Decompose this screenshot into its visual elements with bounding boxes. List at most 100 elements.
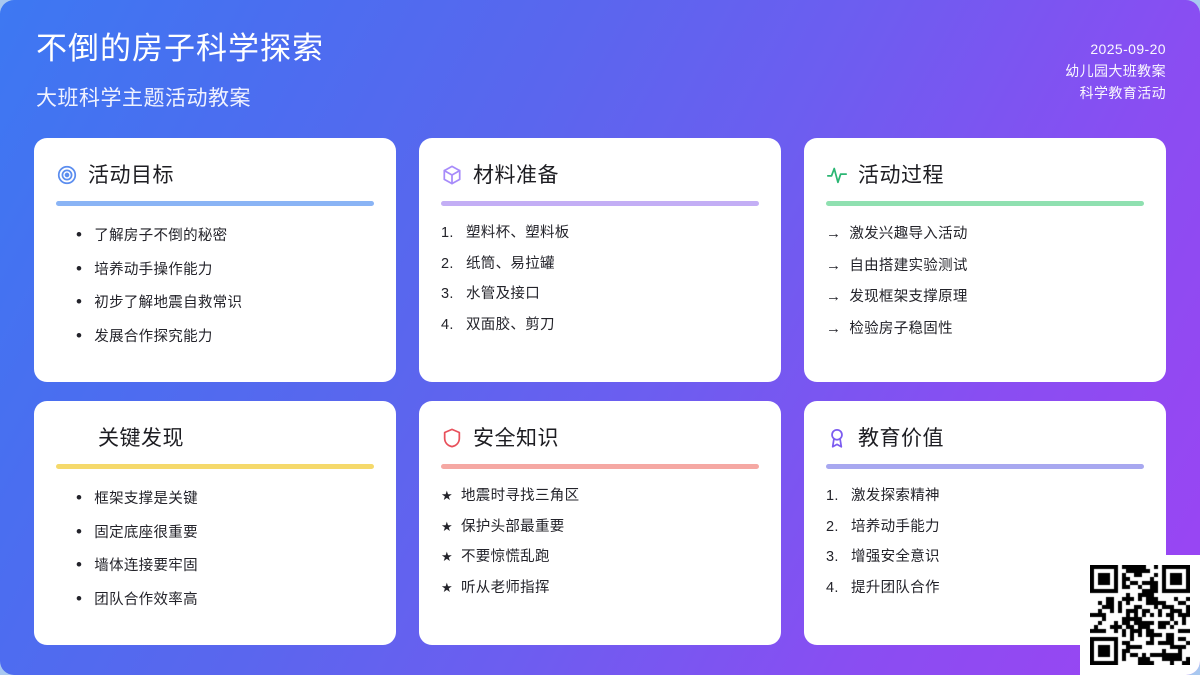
card-list: ★ 地震时寻找三角区 ★ 保护头部最重要 ★ 不要惊慌乱跑 ★ 听从老师指挥 [441,481,759,603]
list-item: •团队合作效率高 [56,582,374,616]
card-title: 关键发现 [98,426,184,450]
list-item: → 激发兴趣导入活动 [826,218,1144,250]
list-item-text: 激发探索精神 [851,488,940,504]
card-header: 材料准备 [441,158,759,192]
list-item: 4. 提升团队合作 [826,573,1144,604]
list-number: 3. [826,549,839,565]
list-number: 1. [826,488,839,504]
card-list: → 激发兴趣导入活动 → 自由搭建实验测试 → 发现框架支撑原理 → 检验房子稳固性 [826,218,1144,344]
list-item-text: 激发兴趣导入活动 [849,226,968,242]
bullet-dot-icon: • [76,325,83,345]
page-subtitle: 大班科学主题活动教案 [36,87,251,111]
list-item: → 自由搭建实验测试 [826,250,1144,282]
card-3: 活动过程→激发兴趣导入活动→自由搭建实验测试→发现框架支撑原理→检验房子稳固性 [804,138,1166,382]
bullet-dot-icon: • [76,258,83,278]
header-text-group: 不倒的房子科学探索 大班科学主题活动教案 [36,26,324,112]
star-icon: ★ [441,549,453,564]
list-item-text: 增强安全意识 [851,549,940,565]
list-item-text: 保护头部最重要 [460,518,565,535]
list-item-text: 框架支撑是关键 [94,491,198,507]
card-accent-bar [441,464,759,469]
list-item-text: 不要惊慌乱跑 [460,549,550,565]
slide-header: 不倒的房子科学探索 大班科学主题活动教案 2025-09-20 幼儿园大班教案 … [0,0,1200,132]
list-item-text: 发展合作探究能力 [94,328,213,345]
list-item: • 框架支撑是关键 [56,481,374,515]
arrow-right-icon: → [826,319,842,337]
star-icon: ★ [441,488,453,503]
card-accent-bar [441,201,759,206]
card-accent-bar [56,201,374,206]
card-1: 活动目标•了解房子不倒的秘密•培养动手操作能力•初步了解地震自救常识•发展合作探… [34,138,396,382]
card-2: 材料准备 1.塑料杯、塑料板 2. 纸筒、易拉罐 3. 水管及接口 4.双面胶、剪刀 [419,138,781,382]
list-item: 1. 激发探索精神 [826,481,1144,512]
list-item: 3. 增强安全意识 [826,542,1144,573]
bullet-dot-icon: • [76,588,83,608]
card-title: 安全知识 [473,426,559,450]
list-item: ★ 保护头部最重要 [441,512,759,543]
list-item: 3. 水管及接口 [441,279,759,310]
list-item: ★ 地震时寻找三角区 [441,481,759,512]
list-item: • 发展合作探究能力 [56,319,374,353]
meta-date: 2025-09-20 [1090,41,1166,57]
card-accent-bar [56,464,374,469]
target-icon [56,164,78,186]
card-header: 活动目标 [56,158,374,192]
qr-code-container[interactable] [1080,555,1200,675]
shield-icon [441,427,463,449]
bullet-dot-icon: • [76,521,83,541]
list-number: 2. [441,255,454,272]
card-list: 1. 激发探索精神 2.培养动手能力 3. 增强安全意识 4. 提升团队合作 [826,481,1144,603]
list-item-text: 听从老师指挥 [460,579,550,596]
list-item: ★ 听从老师指挥 [441,573,759,604]
list-item-text: 提升团队合作 [851,579,940,596]
qr-code[interactable] [1090,565,1190,665]
bullet-dot-icon: • [76,292,83,311]
card-list: •了解房子不倒的秘密•培养动手操作能力•初步了解地震自救常识•发展合作探究能力 [56,218,374,352]
star-icon: ★ [441,579,453,595]
list-item: 2.培养动手能力 [826,512,1144,543]
list-item: 2. 纸筒、易拉罐 [441,249,759,280]
card-title: 教育价值 [858,426,944,450]
card-header: 关键发现 [56,421,374,455]
list-item-text: 固定底座很重要 [94,524,198,541]
card-grid: 活动目标•了解房子不倒的秘密•培养动手操作能力•初步了解地震自救常识•发展合作探… [34,138,1166,645]
meta-subject: 科学教育活动 [1079,85,1166,101]
box-icon [441,164,463,186]
list-item-text: 墙体连接要牢固 [94,558,198,574]
arrow-right-icon: → [826,225,842,242]
list-item-text: 培养动手能力 [851,518,940,535]
list-item: 4.双面胶、剪刀 [441,310,759,341]
list-item: 1.塑料杯、塑料板 [441,218,759,249]
card-5: 安全知识 ★ 地震时寻找三角区 ★ 保护头部最重要 ★ 不要惊慌乱跑 ★ 听从老师指挥 [419,401,781,645]
list-item: •培养动手操作能力 [56,252,374,286]
list-number: 4. [826,579,839,596]
list-item: • 初步了解地震自救常识 [56,285,374,319]
list-item-text: 纸筒、易拉罐 [466,255,555,272]
list-item-text: 双面胶、剪刀 [466,316,555,333]
list-item-text: 地震时寻找三角区 [460,488,580,504]
bullet-dot-icon: • [76,488,83,507]
list-number: 1. [441,225,454,241]
bullet-dot-icon: • [76,225,83,244]
card-title: 材料准备 [473,163,559,187]
list-item: → 检验房子稳固性 [826,313,1144,345]
list-item-text: 水管及接口 [466,286,540,302]
award-icon [826,427,848,449]
list-item: → 发现框架支撑原理 [826,281,1144,313]
list-item: •了解房子不倒的秘密 [56,218,374,252]
list-item-text: 检验房子稳固性 [849,320,953,337]
list-number: 3. [441,286,454,302]
list-item-text: 初步了解地震自救常识 [94,295,243,311]
card-4: 关键发现 • 框架支撑是关键 • 固定底座很重要 • 墙体连接要牢固 •团队合作效率高 [34,401,396,645]
arrow-right-icon: → [826,288,842,305]
list-item: • 固定底座很重要 [56,515,374,549]
card-header: 安全知识 [441,421,759,455]
card-accent-bar [826,464,1144,469]
activity-pulse-icon [826,164,848,186]
list-item-text: 自由搭建实验测试 [849,257,968,274]
arrow-right-icon: → [826,256,842,274]
star-icon: ★ [441,518,453,534]
list-item-text: 发现框架支撑原理 [849,289,968,305]
card-title: 活动目标 [88,163,174,187]
